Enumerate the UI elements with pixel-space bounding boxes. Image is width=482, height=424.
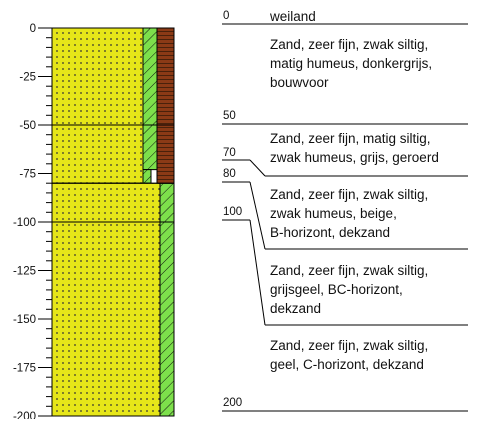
depth-label-80: 80 [223, 168, 236, 180]
depth-tick-label: -150 [13, 314, 36, 326]
depth-label-70: 70 [223, 147, 236, 159]
depth-tick-label: -100 [13, 217, 36, 229]
column-border [51, 27, 175, 417]
sand-layer-2 [51, 182, 161, 223]
depth-label-200: 200 [223, 397, 243, 409]
depth-tick-label: -75 [19, 169, 36, 181]
separator-80b [249, 181, 266, 250]
sand-layer-3 [51, 221, 161, 417]
layer-description-3: Zand, zeer fijn, zwak siltig, grijsgeel,… [270, 263, 429, 316]
land-use-label: weiland [270, 9, 316, 24]
depth-label-100: 100 [223, 206, 243, 218]
depth-tick-label: -50 [19, 120, 36, 132]
silt-band-2 [159, 182, 175, 223]
layer-description-0: Zand, zeer fijn, zwak siltig, matig hume… [270, 37, 433, 90]
silt-band-1b [142, 169, 152, 184]
separator-100b [249, 219, 266, 326]
silt-band-0 [142, 27, 158, 126]
depth-axis: 0 -25 -50 -75 -100 -125 -150 -175 -200 [13, 23, 53, 423]
depth-label-0: 0 [223, 10, 230, 22]
depth-tick-label: 0 [30, 23, 36, 35]
depth-tick-label: -175 [13, 363, 36, 375]
sand-layer-1 [51, 124, 144, 184]
layer-description-2: Zand, zeer fijn, zwak siltig, zwak humeu… [270, 187, 429, 240]
layer-description-4: Zand, zeer fijn, zwak siltig, geel, C-ho… [270, 338, 429, 372]
silt-band-3 [159, 221, 175, 417]
layer-description-1: Zand, zeer fijn, matig siltig, zwak hume… [270, 131, 439, 165]
separator-70b [249, 159, 266, 177]
humus-strip [156, 27, 175, 184]
depth-tick-label: -200 [13, 411, 36, 419]
connector-lines [222, 23, 468, 412]
soil-column [51, 27, 175, 417]
sand-layer-0 [51, 27, 144, 126]
depth-tick-label: -125 [13, 266, 36, 278]
depth-label-50: 50 [223, 110, 236, 122]
depth-tick-label: -25 [19, 72, 36, 84]
